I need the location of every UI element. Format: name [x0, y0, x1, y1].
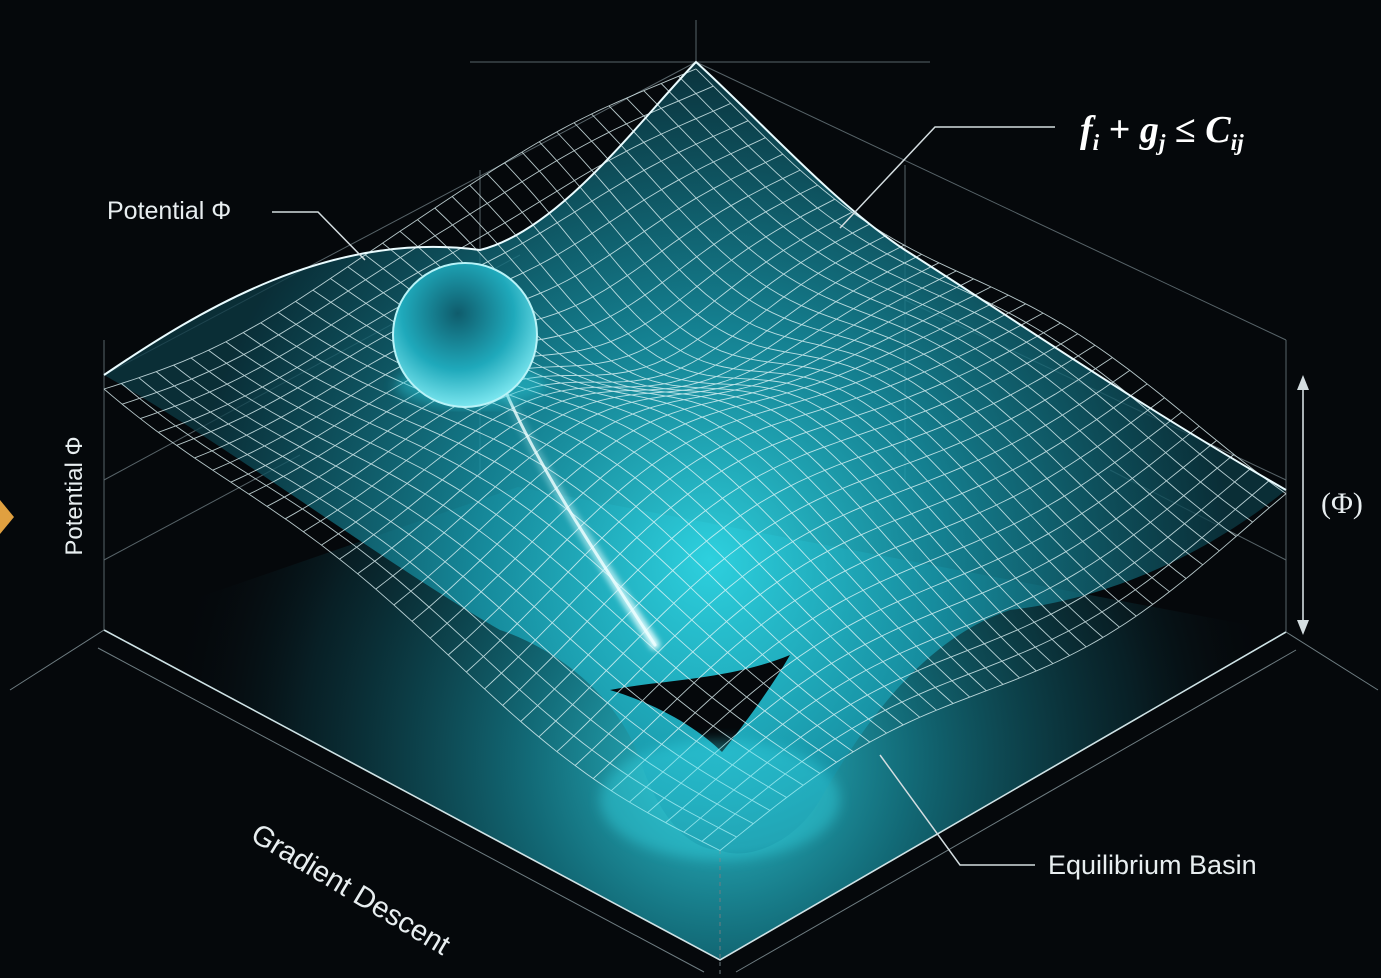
mesh-line: [321, 244, 905, 546]
mesh-line: [248, 198, 836, 495]
mesh-line: [665, 454, 1235, 823]
phi-scale-label: (Φ): [1321, 487, 1363, 520]
mesh-line: [647, 440, 1217, 814]
potential-surface: [104, 62, 1286, 854]
mesh-line: [303, 234, 888, 533]
mesh-line: [466, 312, 1044, 673]
triangle-arrow-icon: [0, 500, 14, 534]
sphere-icon: [392, 262, 538, 408]
potential-label-top: Potential Φ: [107, 197, 232, 225]
phi-scale-arrow: [1297, 375, 1309, 635]
mesh-line: [266, 211, 853, 507]
mesh-line: [520, 344, 1096, 722]
mesh-line: [284, 223, 870, 520]
mesh-line: [484, 322, 1061, 690]
mesh-line: [629, 425, 1200, 803]
mesh-line: [574, 383, 1148, 766]
mesh-line: [556, 370, 1131, 752]
mesh-line: [429, 294, 1009, 639]
dimension-lines: [9, 629, 1379, 978]
mesh-line: [502, 333, 1079, 706]
mesh-line: [357, 262, 940, 575]
mesh-line: [447, 303, 1026, 656]
mesh-line: [610, 411, 1183, 792]
mesh-line: [140, 102, 731, 420]
mesh-line: [375, 270, 957, 590]
mesh-line: [103, 68, 697, 390]
floor-edge: [103, 629, 1287, 961]
mesh-line: [538, 357, 1113, 738]
mesh-line: [592, 397, 1165, 779]
leader-lines: [272, 126, 1055, 866]
mesh-line: [339, 253, 922, 560]
potential-axis-label: Potential Φ: [61, 436, 88, 556]
constraint-formula: fi + gj ≤ Cij: [1080, 109, 1244, 157]
mesh-line: [411, 286, 992, 622]
surface-outline: [103, 60, 1287, 491]
equilibrium-basin-label: Equilibrium Basin: [1048, 850, 1257, 880]
mesh-line: [393, 278, 974, 606]
surface-rift: [610, 655, 790, 752]
